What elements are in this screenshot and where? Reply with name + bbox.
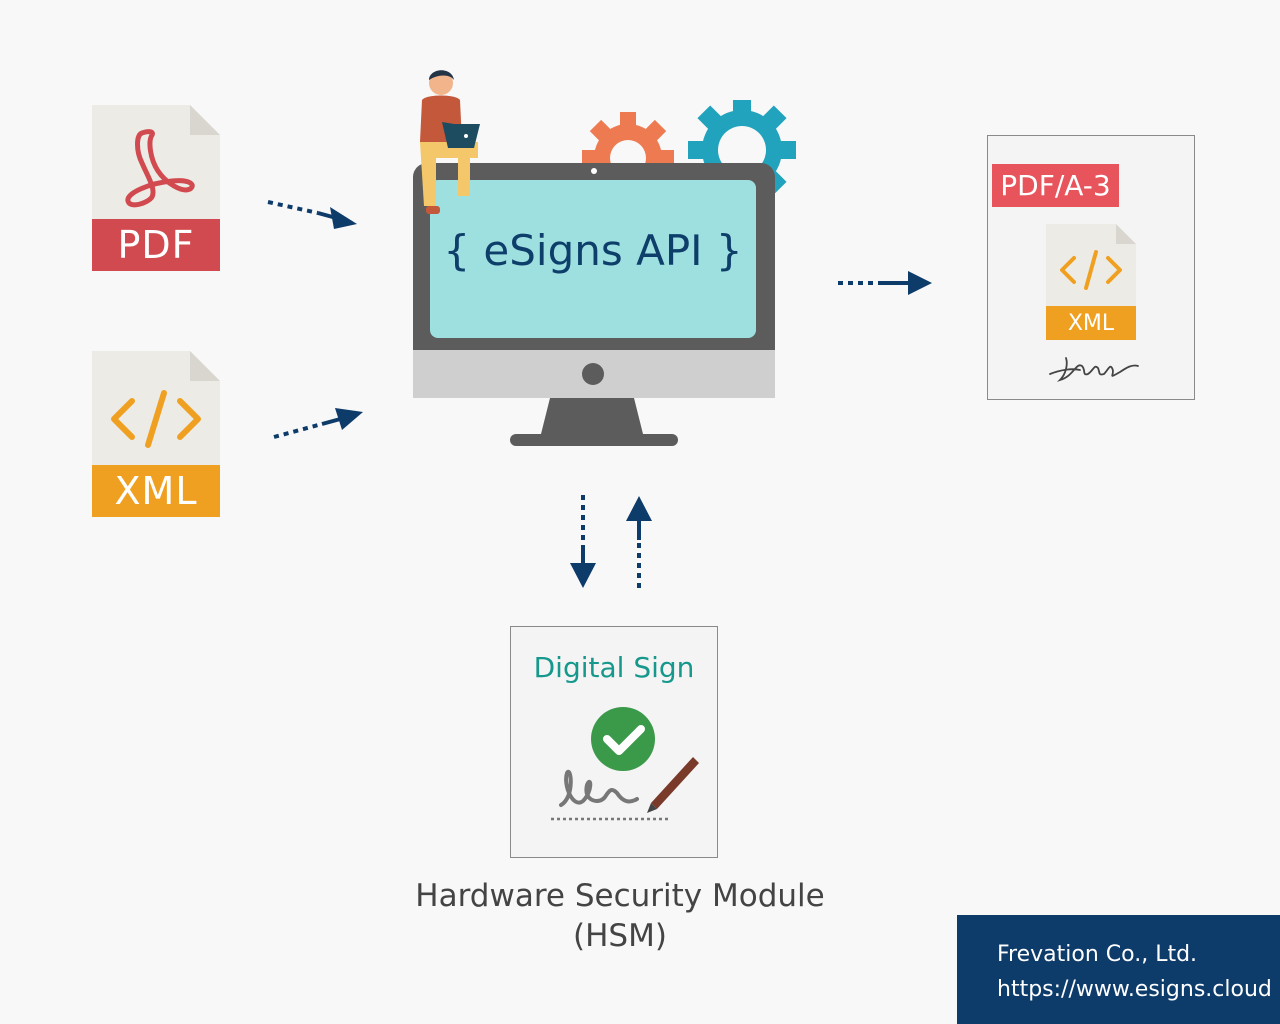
arrow-xml-to-api (273, 408, 363, 439)
embedded-xml-file-icon (1046, 224, 1136, 340)
digital-sign-title: Digital Sign (533, 651, 695, 684)
arrow-hsm-to-api (626, 496, 652, 588)
embedded-xml-label: XML (1067, 310, 1115, 336)
hsm-caption: Hardware Security Module (HSM) (370, 876, 870, 956)
hsm-caption-line2: (HSM) (573, 918, 667, 954)
digital-signature-check-icon (551, 707, 699, 821)
company-url[interactable]: https://www.esigns.cloud (997, 977, 1272, 1002)
api-label: { eSigns API } (443, 226, 743, 275)
hsm-digital-sign-card: Digital Sign (510, 626, 718, 858)
monitor-icon (413, 163, 775, 446)
arrow-pdf-to-api (267, 200, 357, 229)
hsm-caption-line1: Hardware Security Module (415, 878, 825, 914)
arrow-api-to-output (838, 271, 932, 295)
output-pdfa3-card: PDF/A-3 XML (987, 135, 1195, 400)
pdf-file-icon: PDF (92, 105, 220, 271)
pdfa3-badge: PDF/A-3 (992, 164, 1119, 207)
signature-icon (1049, 357, 1139, 382)
arrow-api-to-hsm (570, 495, 596, 588)
person-with-laptop-icon (420, 70, 480, 214)
company-info-box: Frevation Co., Ltd. https://www.esigns.c… (957, 915, 1280, 1024)
company-name: Frevation Co., Ltd. (997, 942, 1198, 967)
